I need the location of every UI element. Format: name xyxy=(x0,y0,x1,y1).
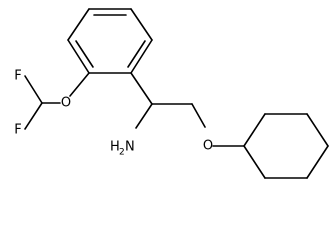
cyclohexane-ring xyxy=(243,113,329,179)
ring-bond-top-right xyxy=(130,8,153,41)
bond-ch-to-amine xyxy=(135,103,153,129)
cyclohexane-bond-6 xyxy=(243,145,266,179)
amine-subscript-label: 2 xyxy=(119,148,125,158)
fluorine-bottom-label: F xyxy=(14,123,21,138)
ring-bond-bottom-right xyxy=(130,39,153,74)
ring-double-bond-left xyxy=(75,40,94,68)
ring-bond-bottom-left xyxy=(67,39,90,74)
aminoethyl-chain xyxy=(130,72,245,147)
cyclohexane-bond-1 xyxy=(243,113,266,147)
bond-chf2-to-fluorine-top xyxy=(24,75,43,104)
ring-double-bond-right xyxy=(127,40,146,68)
benzene-ring xyxy=(67,8,153,74)
chemical-structure-diagram: F F O O H 2 N xyxy=(14,8,329,179)
aryl-ether-oxygen-label: O xyxy=(61,96,71,111)
bond-ch2-to-alkyl-oxygen xyxy=(191,103,206,128)
bond-ring-to-aryl-oxygen xyxy=(69,72,90,97)
amine-label: H 2 N xyxy=(110,140,135,158)
amine-nitrogen-label: N xyxy=(125,140,135,155)
alkyl-ether-oxygen-label: O xyxy=(203,139,213,154)
bond-ring-to-ch xyxy=(130,72,153,105)
cyclohexane-bond-3 xyxy=(306,113,329,147)
bond-chf2-to-fluorine-bottom xyxy=(24,102,43,130)
cyclohexane-bond-4 xyxy=(306,145,329,179)
amine-hydrogen-label: H xyxy=(110,140,120,155)
ring-bond-top-left xyxy=(67,8,90,41)
difluoromethoxy-group xyxy=(24,72,90,130)
fluorine-top-label: F xyxy=(14,69,21,84)
